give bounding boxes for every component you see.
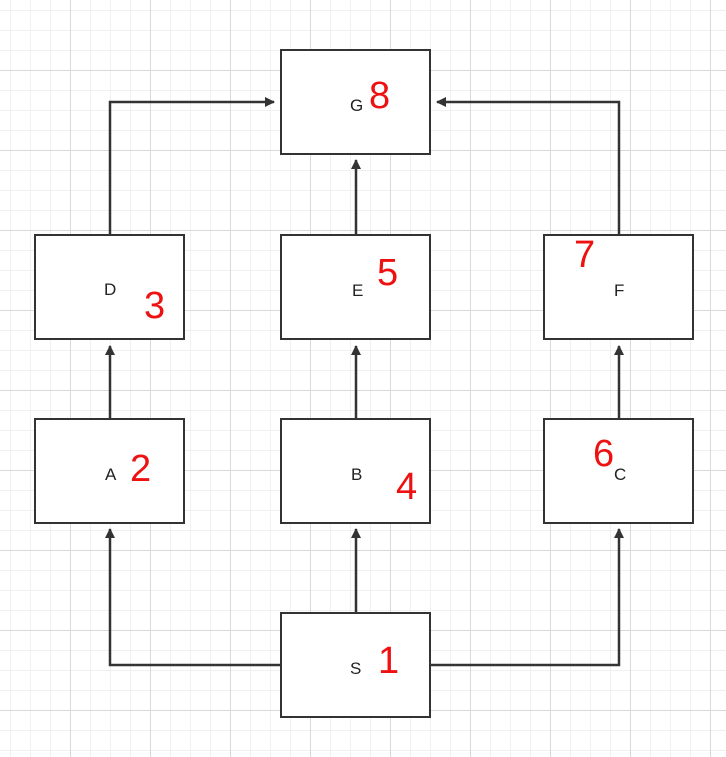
edge-d-g — [108, 97, 275, 234]
node-d-label: D — [104, 280, 117, 299]
node-s-order-number: 1 — [378, 640, 400, 682]
node-f-order-number: 7 — [574, 234, 596, 276]
node-e-order-number: 5 — [377, 252, 399, 294]
node-a-order-number: 2 — [130, 448, 152, 490]
node-e[interactable]: E 5 — [280, 234, 431, 340]
node-c-label: C — [614, 465, 627, 484]
node-e-label: E — [352, 281, 364, 300]
node-a[interactable]: A 2 — [34, 418, 185, 524]
node-g-label: G — [350, 96, 364, 115]
edge-f-g — [436, 97, 621, 234]
node-d-order-number: 3 — [144, 285, 166, 327]
node-a-label: A — [105, 465, 117, 484]
node-s[interactable]: S 1 — [280, 612, 431, 718]
node-b[interactable]: B 4 — [280, 418, 431, 524]
node-d[interactable]: D 3 — [34, 234, 185, 340]
node-f-label: F — [614, 281, 625, 300]
node-b-label: B — [351, 465, 363, 484]
node-s-label: S — [350, 659, 362, 678]
edge-s-a — [105, 528, 280, 667]
node-f[interactable]: F 7 — [543, 234, 694, 340]
node-g-order-number: 8 — [369, 75, 391, 117]
node-c[interactable]: C 6 — [543, 418, 694, 524]
node-c-order-number: 6 — [593, 433, 615, 475]
edge-s-c — [431, 528, 624, 667]
node-b-order-number: 4 — [396, 466, 418, 508]
node-g[interactable]: G 8 — [280, 49, 431, 155]
